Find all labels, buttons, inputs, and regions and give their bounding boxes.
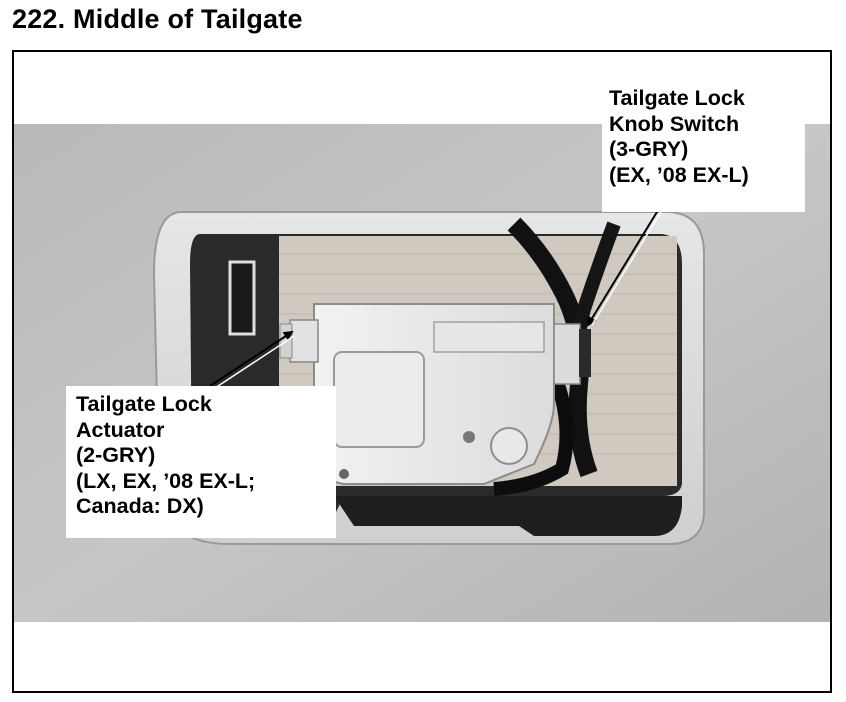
knob-switch-applicability: (EX, ’08 EX-L) xyxy=(609,162,749,187)
knob-switch-callout: Tailgate Lock Knob Switch (3-GRY) (EX, ’… xyxy=(602,80,805,212)
actuator-applicability-line-1: (LX, EX, ’08 EX-L; xyxy=(76,468,256,493)
actuator-label-line-1: Tailgate Lock xyxy=(76,392,212,416)
knob-switch-label-line-1: Tailgate Lock xyxy=(609,86,745,110)
actuator-connector-color: (2-GRY) xyxy=(76,443,156,467)
knob-switch-connector-color: (3-GRY) xyxy=(609,137,689,161)
actuator-label-line-2: Actuator xyxy=(76,417,165,442)
actuator-applicability-line-2: Canada: DX) xyxy=(76,494,204,518)
knob-switch-label-line-2: Knob Switch xyxy=(609,111,740,136)
page-title: 222. Middle of Tailgate xyxy=(12,4,303,34)
figure-frame: Tailgate Lock Knob Switch (3-GRY) (EX, ’… xyxy=(12,50,832,693)
actuator-callout: Tailgate Lock Actuator (2-GRY) (LX, EX, … xyxy=(66,386,336,538)
